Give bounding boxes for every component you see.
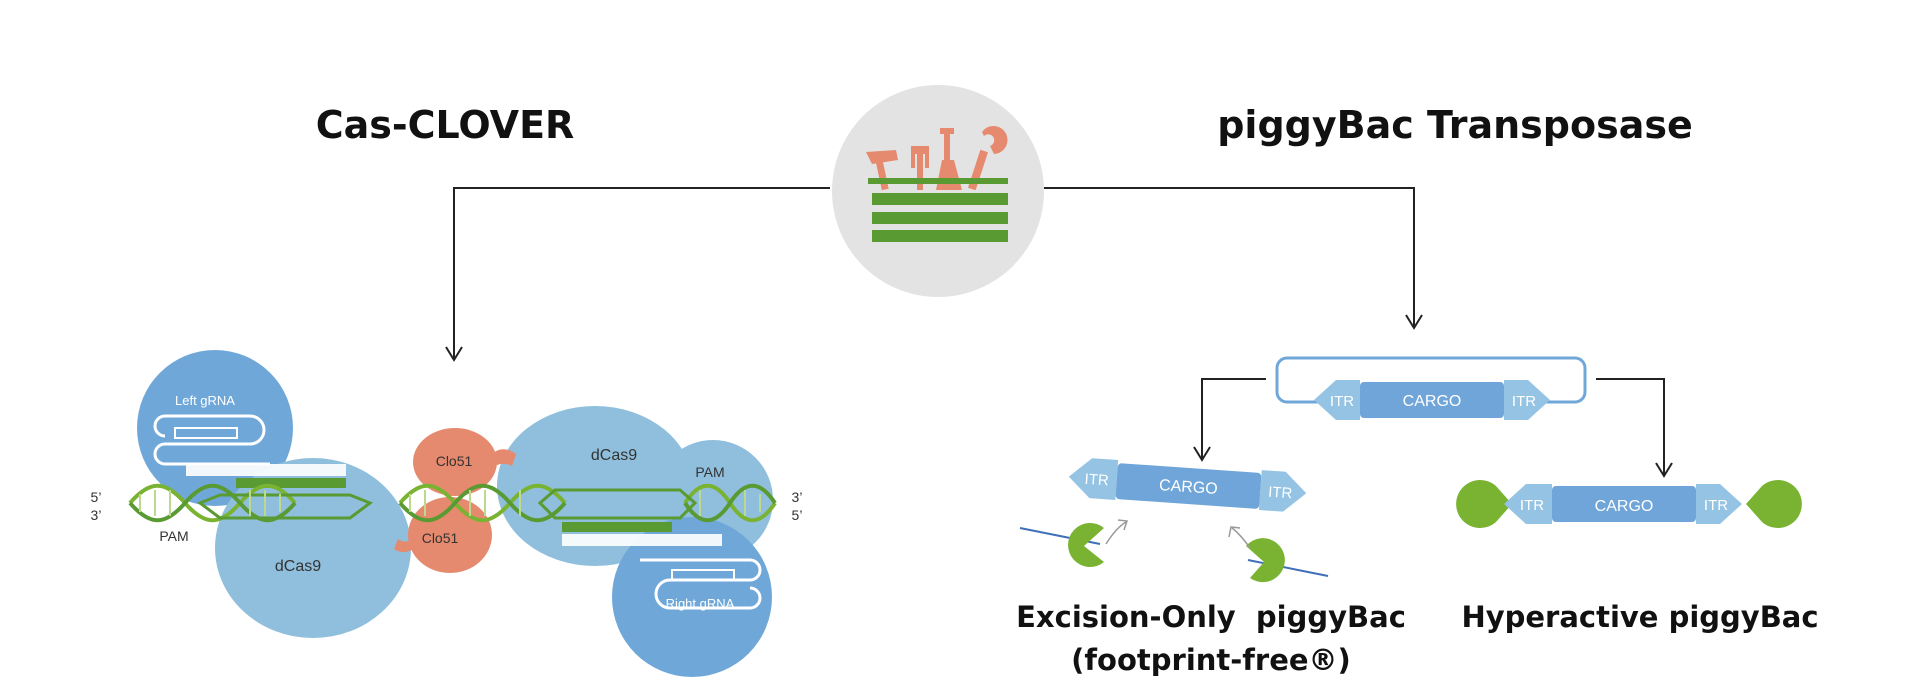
left-grna-label: Left gRNA [175, 393, 235, 408]
arrowhead-piggybac [1405, 314, 1423, 330]
excision-left-itr [1068, 458, 1119, 500]
dcas9-left-label: dCas9 [275, 558, 321, 575]
excision-construct: ITR CARGO ITR [1068, 458, 1307, 512]
left-grna-comb-green [236, 478, 346, 488]
right-grna-comb-green [562, 522, 672, 532]
excision-caption-line1: Excision-Only piggyBac [1016, 600, 1406, 634]
excision-pacman-left-icon [1068, 523, 1104, 567]
arrowhead-cas-clover [445, 346, 463, 362]
cas-clover-diagram: Left gRNA Right gRNA dCas9 dCas9 Clo51 C… [91, 350, 803, 677]
piggybac-title: piggyBac Transposase [1217, 103, 1693, 147]
right-grna-hairpin [640, 558, 762, 610]
top-left-itr-label: ITR [1330, 393, 1354, 410]
right-grna-teeth [671, 569, 735, 581]
right-grna-label: Right gRNA [666, 596, 735, 611]
end-5-right-label: 5’ [792, 507, 803, 523]
connector-lines [445, 187, 1423, 362]
piggybac-diagram: ITR CARGO ITR ITR CARGO ITR [1016, 356, 1819, 677]
hyperactive-left-itr-label: ITR [1520, 497, 1544, 514]
top-cargo-label: CARGO [1403, 393, 1462, 410]
arrowhead-excision [1193, 446, 1211, 462]
excision-caption-line2: (footprint-free®) [1071, 643, 1351, 677]
toolbox-icon [832, 85, 1044, 297]
top-cargo [1360, 382, 1504, 418]
clo51-top-label: Clo51 [436, 453, 473, 469]
top-right-itr-label: ITR [1512, 393, 1536, 410]
branch-to-excision [1201, 378, 1266, 458]
piggybac-branch-lines [1193, 378, 1673, 478]
pam-left-label: PAM [159, 528, 188, 544]
top-right-itr [1504, 380, 1550, 420]
clo51-bottom-label: Clo51 [422, 530, 459, 546]
dcas9-right-label: dCas9 [591, 447, 637, 464]
arrowhead-hyperactive [1655, 462, 1673, 478]
excision-dna-right [1247, 559, 1329, 577]
excision-cargo-label: CARGO [1159, 477, 1219, 498]
left-grna-teeth [174, 427, 238, 439]
hyperactive-construct: ITR CARGO ITR [1456, 479, 1802, 528]
hyperactive-caption: Hyperactive piggyBac [1461, 600, 1818, 634]
dna-helix [128, 483, 777, 523]
excision-cargo [1115, 463, 1262, 509]
cas-clover-title: Cas-CLOVER [316, 103, 575, 147]
top-construct: ITR CARGO ITR [1314, 380, 1550, 420]
branch-to-hyperactive [1596, 378, 1665, 474]
end-5-left-label: 5’ [91, 489, 102, 505]
excision-curved-arrow-right-head [1228, 526, 1241, 538]
hyperactive-pacman-right-icon [1746, 479, 1802, 528]
screwdriver-icon [911, 146, 929, 190]
excision-right-itr-label: ITR [1268, 484, 1293, 503]
toolbox-background [832, 85, 1044, 297]
hyperactive-cargo-label: CARGO [1595, 498, 1654, 515]
clo51-top-blob [413, 428, 497, 496]
excision-right-itr [1258, 470, 1307, 512]
left-grna-hairpin [153, 414, 270, 466]
pam-right-label: PAM [695, 464, 724, 480]
dna-rungs [139, 490, 761, 516]
hyperactive-cargo [1552, 486, 1696, 522]
connector-to-piggybac [1044, 187, 1415, 326]
hyperactive-pacman-left-icon [1456, 479, 1512, 528]
right-grna-blob [612, 517, 772, 677]
hyperactive-right-itr [1696, 484, 1742, 524]
end-3-left-label: 3’ [91, 507, 102, 523]
top-left-itr [1314, 380, 1360, 420]
excision-pacman-right-icon [1246, 538, 1285, 583]
excision-curved-arrow-left-head [1117, 519, 1129, 531]
excision-curved-arrow-right [1231, 527, 1251, 549]
hyperactive-right-itr-label: ITR [1704, 497, 1728, 514]
excision-curved-arrow-left [1105, 521, 1127, 545]
right-grna-comb [562, 534, 722, 546]
end-3-right-label: 3’ [792, 489, 803, 505]
connector-to-cas-clover [453, 187, 830, 358]
hyperactive-left-itr [1504, 484, 1552, 524]
toolbox-box [868, 178, 1008, 242]
excision-left-itr-label: ITR [1084, 471, 1109, 490]
left-grna-comb [186, 464, 346, 476]
